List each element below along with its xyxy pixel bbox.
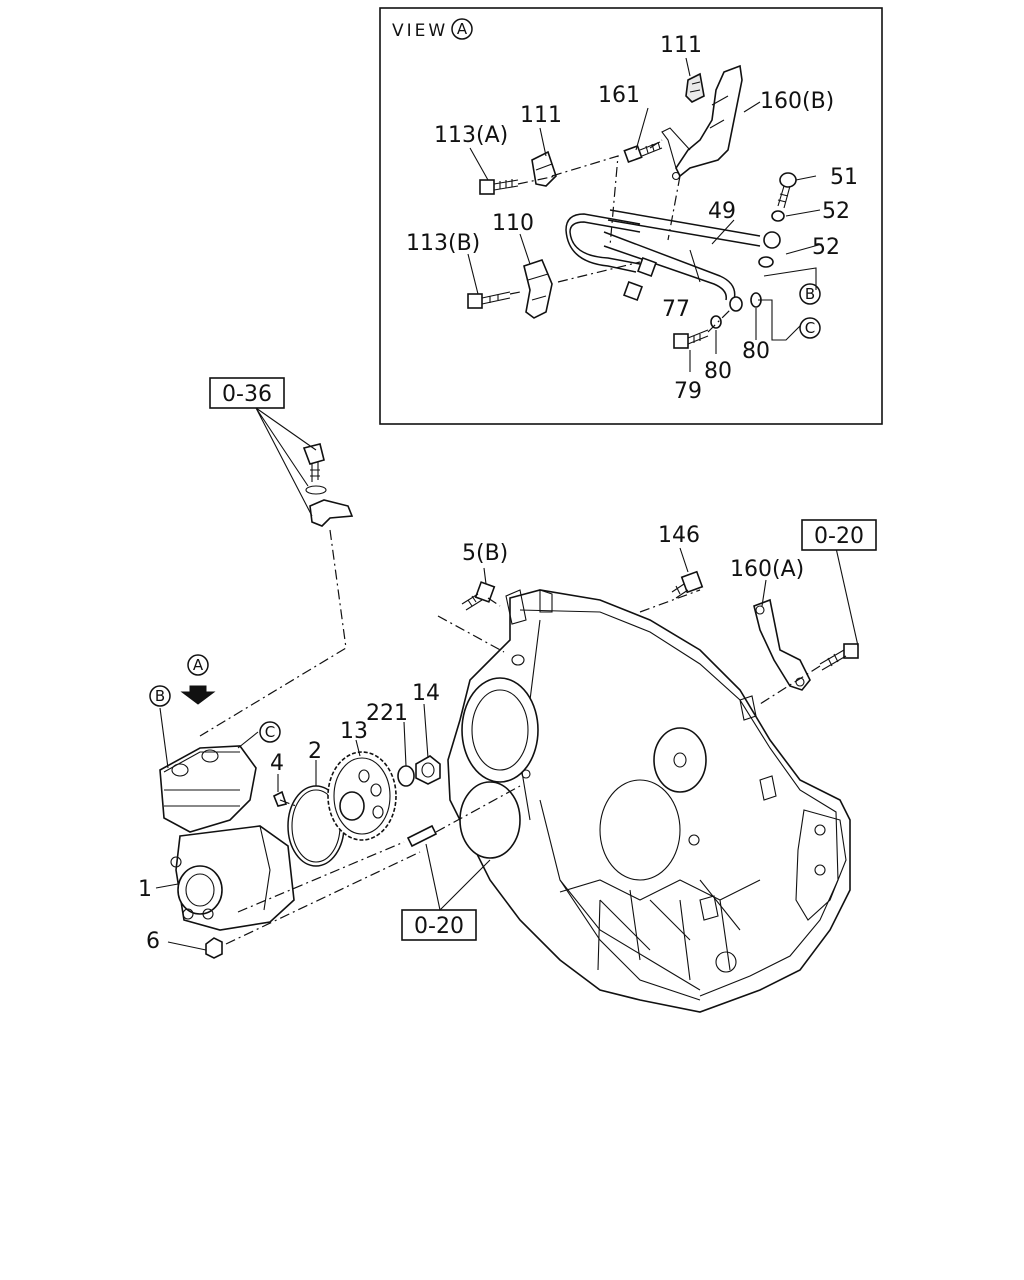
ref-box-020-bottom <box>401 909 477 941</box>
bolt-161 <box>623 141 663 164</box>
view-a-arrow-icon <box>180 685 216 705</box>
label-5b: 5(B) <box>462 541 508 566</box>
bolt-160a <box>819 643 859 671</box>
washer-80-mid <box>710 315 722 329</box>
label-52-lower: 52 <box>812 235 840 260</box>
label-113b: 113(B) <box>406 231 480 256</box>
marker-c-circle <box>259 721 281 743</box>
label-146: 146 <box>658 523 700 548</box>
label-13: 13 <box>340 719 368 744</box>
clip-111-top <box>685 72 705 103</box>
view-marker-b: B <box>805 285 815 303</box>
banjo-fitting-036 <box>302 443 354 527</box>
view-title-marker: A <box>457 20 468 38</box>
marker-b-circle <box>149 685 171 707</box>
label-111-top: 111 <box>660 33 702 58</box>
label-80-right: 80 <box>742 339 770 364</box>
washer-52-lower <box>758 256 774 268</box>
ref-036: 0-36 <box>222 382 272 407</box>
label-4: 4 <box>270 751 284 776</box>
label-110: 110 <box>492 211 534 236</box>
pipe-49 <box>607 209 761 247</box>
label-79: 79 <box>674 379 702 404</box>
label-160b: 160(B) <box>760 89 834 114</box>
label-1: 1 <box>138 877 152 902</box>
view-marker-b-circle <box>799 283 821 305</box>
label-2: 2 <box>308 739 322 764</box>
ref-020-bottom: 0-20 <box>414 914 464 939</box>
ref-box-020-right <box>801 519 877 551</box>
ref-box-036 <box>209 377 285 409</box>
label-77: 77 <box>662 297 690 322</box>
label-14: 14 <box>412 681 440 706</box>
view-a-frame <box>379 7 883 425</box>
bolt-79 <box>673 329 709 349</box>
banjo-bolt-51 <box>777 172 797 209</box>
label-113a: 113(A) <box>434 123 508 148</box>
view-a-panel: VIEW A <box>379 7 883 425</box>
view-marker-circle <box>451 18 473 40</box>
label-49: 49 <box>708 199 736 224</box>
label-161: 161 <box>598 83 640 108</box>
flywheel-housing <box>447 589 851 1013</box>
ref-020-right: 0-20 <box>814 524 864 549</box>
bracket-160a <box>753 598 811 691</box>
label-160a: 160(A) <box>730 557 804 582</box>
washer-52-upper <box>771 210 785 222</box>
main-assembly: A B C 0-36 0-20 0-20 5(B) 146 160(A) 14 … <box>138 377 877 1013</box>
label-52-upper: 52 <box>822 199 850 224</box>
washer-221 <box>397 765 415 787</box>
dowel-pin <box>406 824 438 848</box>
label-111-left: 111 <box>520 103 562 128</box>
label-51: 51 <box>830 165 858 190</box>
pin-4 <box>272 790 288 807</box>
marker-b: B <box>155 687 165 705</box>
bolt-113b <box>467 291 511 309</box>
label-221: 221 <box>366 701 408 726</box>
plug-146 <box>671 570 704 599</box>
view-marker-c-circle <box>799 317 821 339</box>
marker-a-circle <box>187 654 209 676</box>
marker-c: C <box>265 723 275 741</box>
nut-6 <box>205 937 223 959</box>
air-compressor-1 <box>159 745 295 931</box>
label-80-mid: 80 <box>704 359 732 384</box>
marker-a: A <box>193 656 204 674</box>
label-6: 6 <box>146 929 160 954</box>
gear-13 <box>327 751 397 841</box>
nut-14 <box>415 755 441 785</box>
view-title: VIEW <box>392 21 448 41</box>
bolt-5b <box>461 581 496 611</box>
bolt-113a <box>479 179 519 195</box>
view-marker-c: C <box>805 319 815 337</box>
